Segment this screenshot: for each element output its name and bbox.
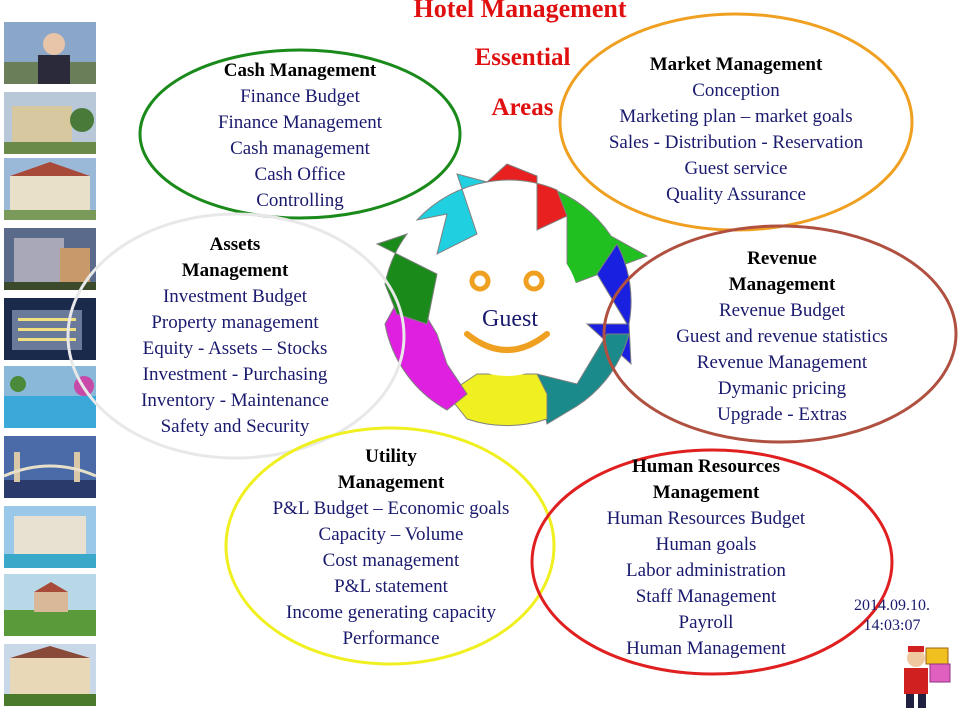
market-heading: Market Management (649, 54, 823, 75)
assets-item: Property management (151, 312, 319, 333)
bridge-photo (4, 436, 96, 498)
revenue-item: Revenue Management (696, 352, 868, 373)
assets-ellipse (66, 212, 406, 460)
hotel-photo-1 (4, 92, 96, 154)
utility-item: Performance (342, 628, 440, 649)
timestamp-time: 14:03:07 (863, 617, 921, 634)
garden-photo (4, 574, 96, 636)
ring-segment-darkgreen (375, 233, 438, 325)
utility-item: P&L Budget – Economic goals (272, 498, 510, 519)
hr-item: Payroll (678, 612, 734, 633)
cash-ellipse (138, 48, 462, 220)
hr-heading-2: Management (652, 482, 760, 503)
revenue-item: Dymanic pricing (717, 378, 847, 399)
market-management-block: Market Management Conception Marketing p… (586, 52, 886, 208)
hr-item: Human Resources Budget (606, 508, 806, 529)
utility-item: Cost management (322, 550, 460, 571)
hr-item: Staff Management (635, 586, 777, 607)
utility-heading: Utility (365, 446, 417, 467)
market-item: Conception (692, 80, 780, 101)
timestamp-date: 2014.09.10. (854, 597, 930, 614)
revenue-heading-2: Management (728, 274, 836, 295)
hr-heading: Human Resources (632, 456, 780, 477)
subtitle-essential: Essential (474, 44, 571, 71)
revenue-item: Guest and revenue statistics (676, 326, 888, 347)
hotel-photo-5 (4, 506, 96, 568)
revenue-item: Upgrade - Extras (717, 404, 847, 425)
market-item: Guest service (684, 158, 788, 179)
hotel-photo-2 (4, 158, 96, 220)
cash-item: Finance Budget (240, 86, 360, 107)
assets-item: Investment - Purchasing (142, 364, 328, 385)
hr-item: Human Management (626, 638, 786, 659)
utility-item: Capacity – Volume (318, 524, 464, 545)
assets-item: Safety and Security (160, 416, 310, 437)
revenue-management-block: Revenue Management Revenue Budget Guest … (652, 246, 912, 428)
cash-heading: Cash Management (223, 60, 377, 81)
utility-ellipse (224, 426, 556, 666)
manor-photo (4, 644, 96, 706)
bellboy-mascot-icon (904, 646, 951, 708)
ring-segment-yellow (446, 373, 548, 427)
cash-item: Controlling (256, 190, 344, 211)
revenue-ellipse (602, 224, 958, 444)
ring-segment-teal (536, 333, 630, 425)
hotel-photo-4 (4, 298, 96, 360)
utility-item: Income generating capacity (286, 602, 496, 623)
timestamp: 2014.09.10. 14:03:07 (840, 596, 944, 636)
market-item: Sales - Distribution - Reservation (608, 132, 864, 153)
guest-center-disc (435, 232, 579, 376)
utility-item: P&L statement (334, 576, 448, 597)
revenue-item: Revenue Budget (718, 300, 846, 321)
assets-management-block: Assets Management Investment Budget Prop… (120, 232, 350, 440)
page-title: Hotel Management (413, 0, 627, 23)
pool-photo (4, 366, 96, 428)
assets-heading-2: Management (181, 260, 289, 281)
hr-ellipse (530, 448, 894, 676)
ring-segment-red (485, 163, 568, 231)
portrait-photo (4, 22, 96, 84)
guest-eye-left (469, 270, 491, 292)
guest-label: Guest (482, 306, 538, 332)
cash-item: Cash management (230, 138, 370, 159)
hr-management-block: Human Resources Management Human Resourc… (586, 454, 826, 662)
guest-ring (375, 163, 649, 427)
photo-strip (0, 22, 100, 715)
market-item: Marketing plan – market goals (619, 106, 853, 127)
assets-item: Equity - Assets – Stocks (142, 338, 328, 359)
guest-smile (464, 331, 550, 353)
subtitle-areas: Areas (491, 94, 554, 121)
hotel-photo-3 (4, 228, 96, 290)
guest-eye-right (523, 270, 545, 292)
market-item: Quality Assurance (666, 184, 806, 205)
revenue-heading: Revenue (747, 248, 817, 269)
utility-management-block: Utility Management P&L Budget – Economic… (256, 444, 526, 652)
hr-item: Labor administration (626, 560, 786, 581)
hr-item: Human goals (655, 534, 757, 555)
assets-heading: Assets (209, 234, 261, 255)
cash-item: Finance Management (217, 112, 383, 133)
assets-item: Investment Budget (162, 286, 308, 307)
utility-heading-2: Management (337, 472, 445, 493)
ring-segment-cyan (415, 173, 488, 255)
assets-item: Inventory - Maintenance (141, 390, 329, 411)
cash-management-block: Cash Management Finance Budget Finance M… (200, 58, 400, 214)
cash-item: Cash Office (254, 164, 346, 185)
